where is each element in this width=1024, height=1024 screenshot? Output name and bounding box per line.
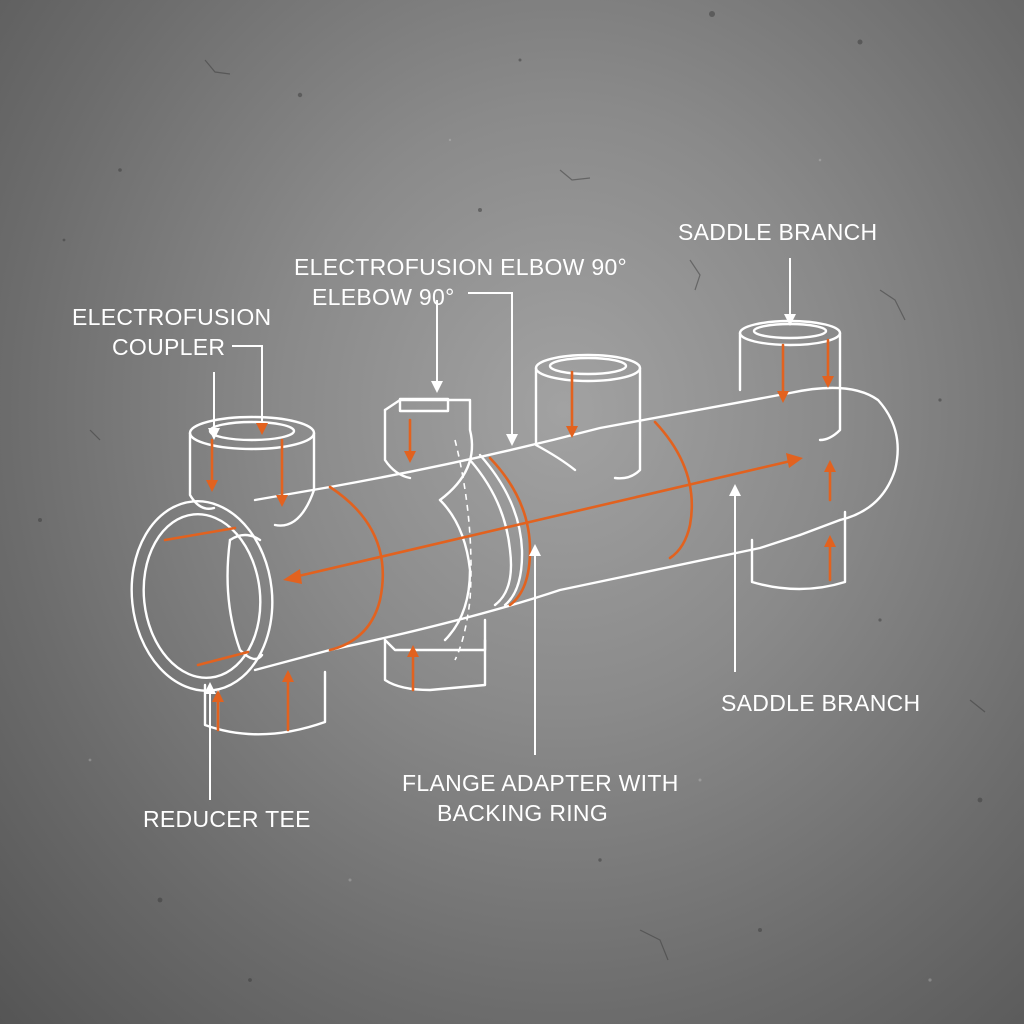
- flow-arrows: [206, 338, 836, 732]
- label-flange-adapter-line1: FLANGE ADAPTER WITH: [402, 770, 679, 796]
- label-saddle-branch-top: SADDLE BRANCH: [678, 219, 878, 245]
- label-electrofusion-elbow-line2: ELEBOW 90°: [312, 284, 455, 310]
- reducer-tee: [130, 415, 385, 736]
- label-saddle-branch-bottom: SADDLE BRANCH: [721, 690, 921, 716]
- middle-branch: [534, 353, 642, 480]
- seam-ring: [653, 420, 694, 560]
- label-electrofusion-coupler-line2: COUPLER: [112, 334, 226, 360]
- flange-adapter: [468, 453, 532, 607]
- label-electrofusion-elbow-line1: ELECTROFUSION ELBOW 90°: [294, 254, 628, 280]
- label-reducer-tee: REDUCER TEE: [143, 806, 311, 832]
- leader-lines: [204, 258, 796, 800]
- label-flange-adapter-line2: BACKING RING: [437, 800, 609, 826]
- label-electrofusion-coupler-line1: ELECTROFUSION: [72, 304, 272, 330]
- electrofusion-elbow: [383, 397, 487, 692]
- main-pipe: [253, 386, 899, 672]
